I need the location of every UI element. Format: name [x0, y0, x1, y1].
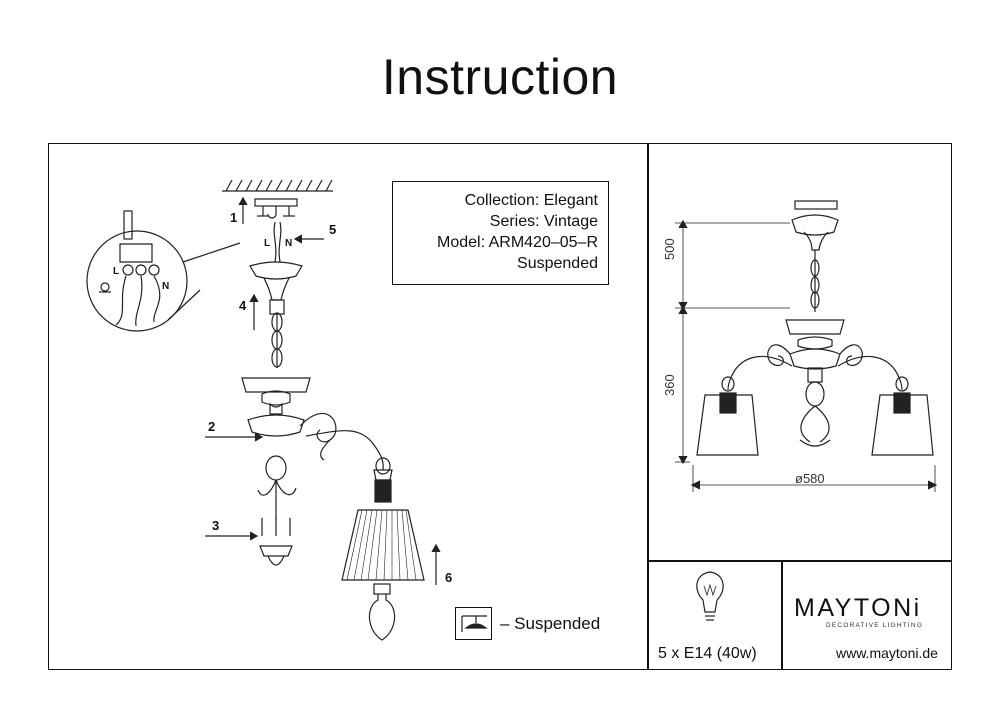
- chain: [271, 312, 283, 368]
- step-6-label: 6: [445, 570, 453, 585]
- step-2-label: 2: [208, 419, 216, 434]
- mounting-bracket: [254, 198, 298, 219]
- inset-wire-n-label: N: [162, 281, 170, 292]
- frame-divider-vertical: [647, 143, 649, 670]
- chandelier-front-view: [675, 200, 938, 492]
- step-3-label: 3: [212, 518, 220, 533]
- dimension-diameter: ø580: [795, 471, 825, 486]
- type-text: Suspended: [517, 255, 598, 272]
- wire-n-label: N: [285, 238, 293, 249]
- bulb-icon-drawing: [696, 571, 724, 621]
- step-1-label: 1: [230, 210, 238, 225]
- brand-website: www.maytoni.de: [836, 645, 938, 661]
- bulb-spec: 5 x E14 (40w): [658, 645, 757, 662]
- instruction-frame: [48, 143, 952, 670]
- suspended-legend-label: – Suspended: [500, 614, 601, 633]
- inset-wire-l-label: L: [113, 266, 120, 277]
- suspended-icon: [455, 607, 492, 640]
- collection-text: Collection: Elegant: [464, 192, 598, 209]
- page-title: Instruction: [381, 49, 619, 105]
- brand-logo: MAYTONi: [794, 594, 922, 622]
- product-info-box: Collection: Elegant Series: Vintage Mode…: [392, 181, 609, 285]
- footer-divider: [781, 560, 783, 670]
- frame-divider-horizontal: [647, 560, 952, 562]
- step-5-label: 5: [329, 222, 337, 237]
- terminal-block-detail: [99, 210, 161, 327]
- step-4-label: 4: [239, 298, 247, 313]
- dimension-height-body: 360: [662, 374, 677, 396]
- wire-l-label: L: [264, 238, 271, 249]
- dimension-height-top: 500: [662, 238, 677, 260]
- model-text: Model: ARM420–05–R: [437, 234, 598, 251]
- brand-tagline: DECORATIVE LIGHTING: [826, 622, 924, 629]
- series-text: Series: Vintage: [489, 213, 598, 230]
- ceiling-hatch: [222, 179, 333, 192]
